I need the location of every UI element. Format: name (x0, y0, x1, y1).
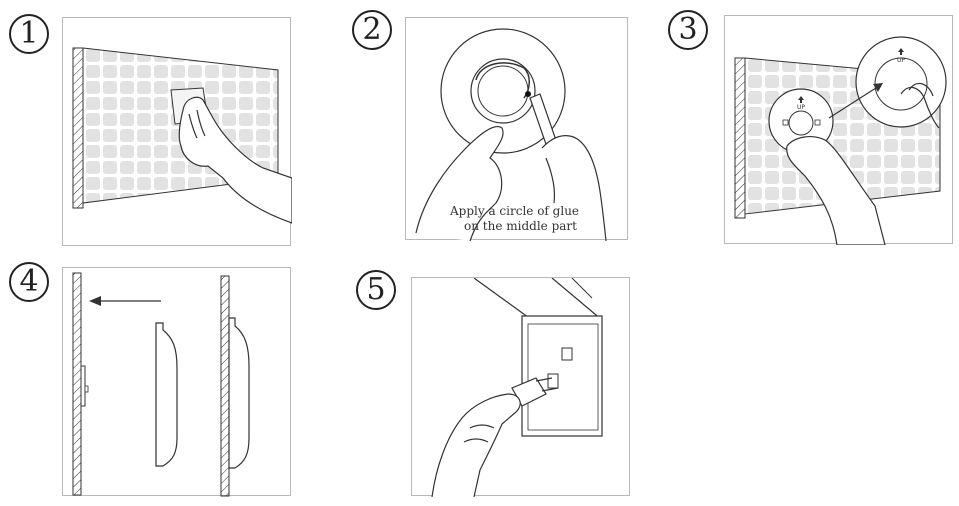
wall-edge (72, 47, 84, 209)
mounted-base-closeup (855, 36, 947, 128)
lamp-side-attached (228, 317, 250, 469)
mount-up-label: UP (897, 57, 905, 64)
arrow-icon (828, 83, 883, 119)
step-2-illustration (415, 28, 607, 241)
step-5-panel (411, 277, 630, 497)
step-1-number: 1 (9, 14, 49, 54)
wall-edge (734, 57, 746, 219)
step-1-panel (62, 17, 292, 246)
lamp-side-detached (155, 322, 178, 467)
hand-icon (431, 393, 521, 497)
hand-icon (178, 96, 292, 224)
step-3-panel: UP UP (724, 15, 953, 245)
step-4-number: 4 (9, 262, 49, 302)
wall-section-right (220, 275, 230, 497)
step-5-illustration (431, 278, 603, 497)
step-2-number: 2 (352, 10, 392, 50)
step-1-illustration (72, 47, 292, 224)
step-3-illustration: UP UP (734, 36, 947, 245)
step-2-panel: Apply a circle of glue on the middle par… (405, 17, 628, 241)
wall-section-left (72, 272, 82, 496)
hand-icon (786, 82, 940, 245)
glue-circle (475, 62, 530, 99)
base-up-label: UP (797, 104, 805, 111)
battery-slot (561, 347, 573, 361)
step-2-caption-line1: Apply a circle of glue (450, 204, 580, 218)
lamp-back (521, 315, 603, 437)
step-2-caption-line2: on the middle part (464, 219, 577, 233)
step-3-number: 3 (668, 10, 708, 50)
base-plate (440, 28, 566, 154)
base-plate-side (80, 365, 86, 407)
hand-icon (415, 126, 607, 241)
step-5-number: 5 (356, 270, 396, 310)
step-4-illustration (72, 272, 250, 497)
step-4-panel (62, 267, 291, 497)
arrow-icon (89, 296, 161, 306)
